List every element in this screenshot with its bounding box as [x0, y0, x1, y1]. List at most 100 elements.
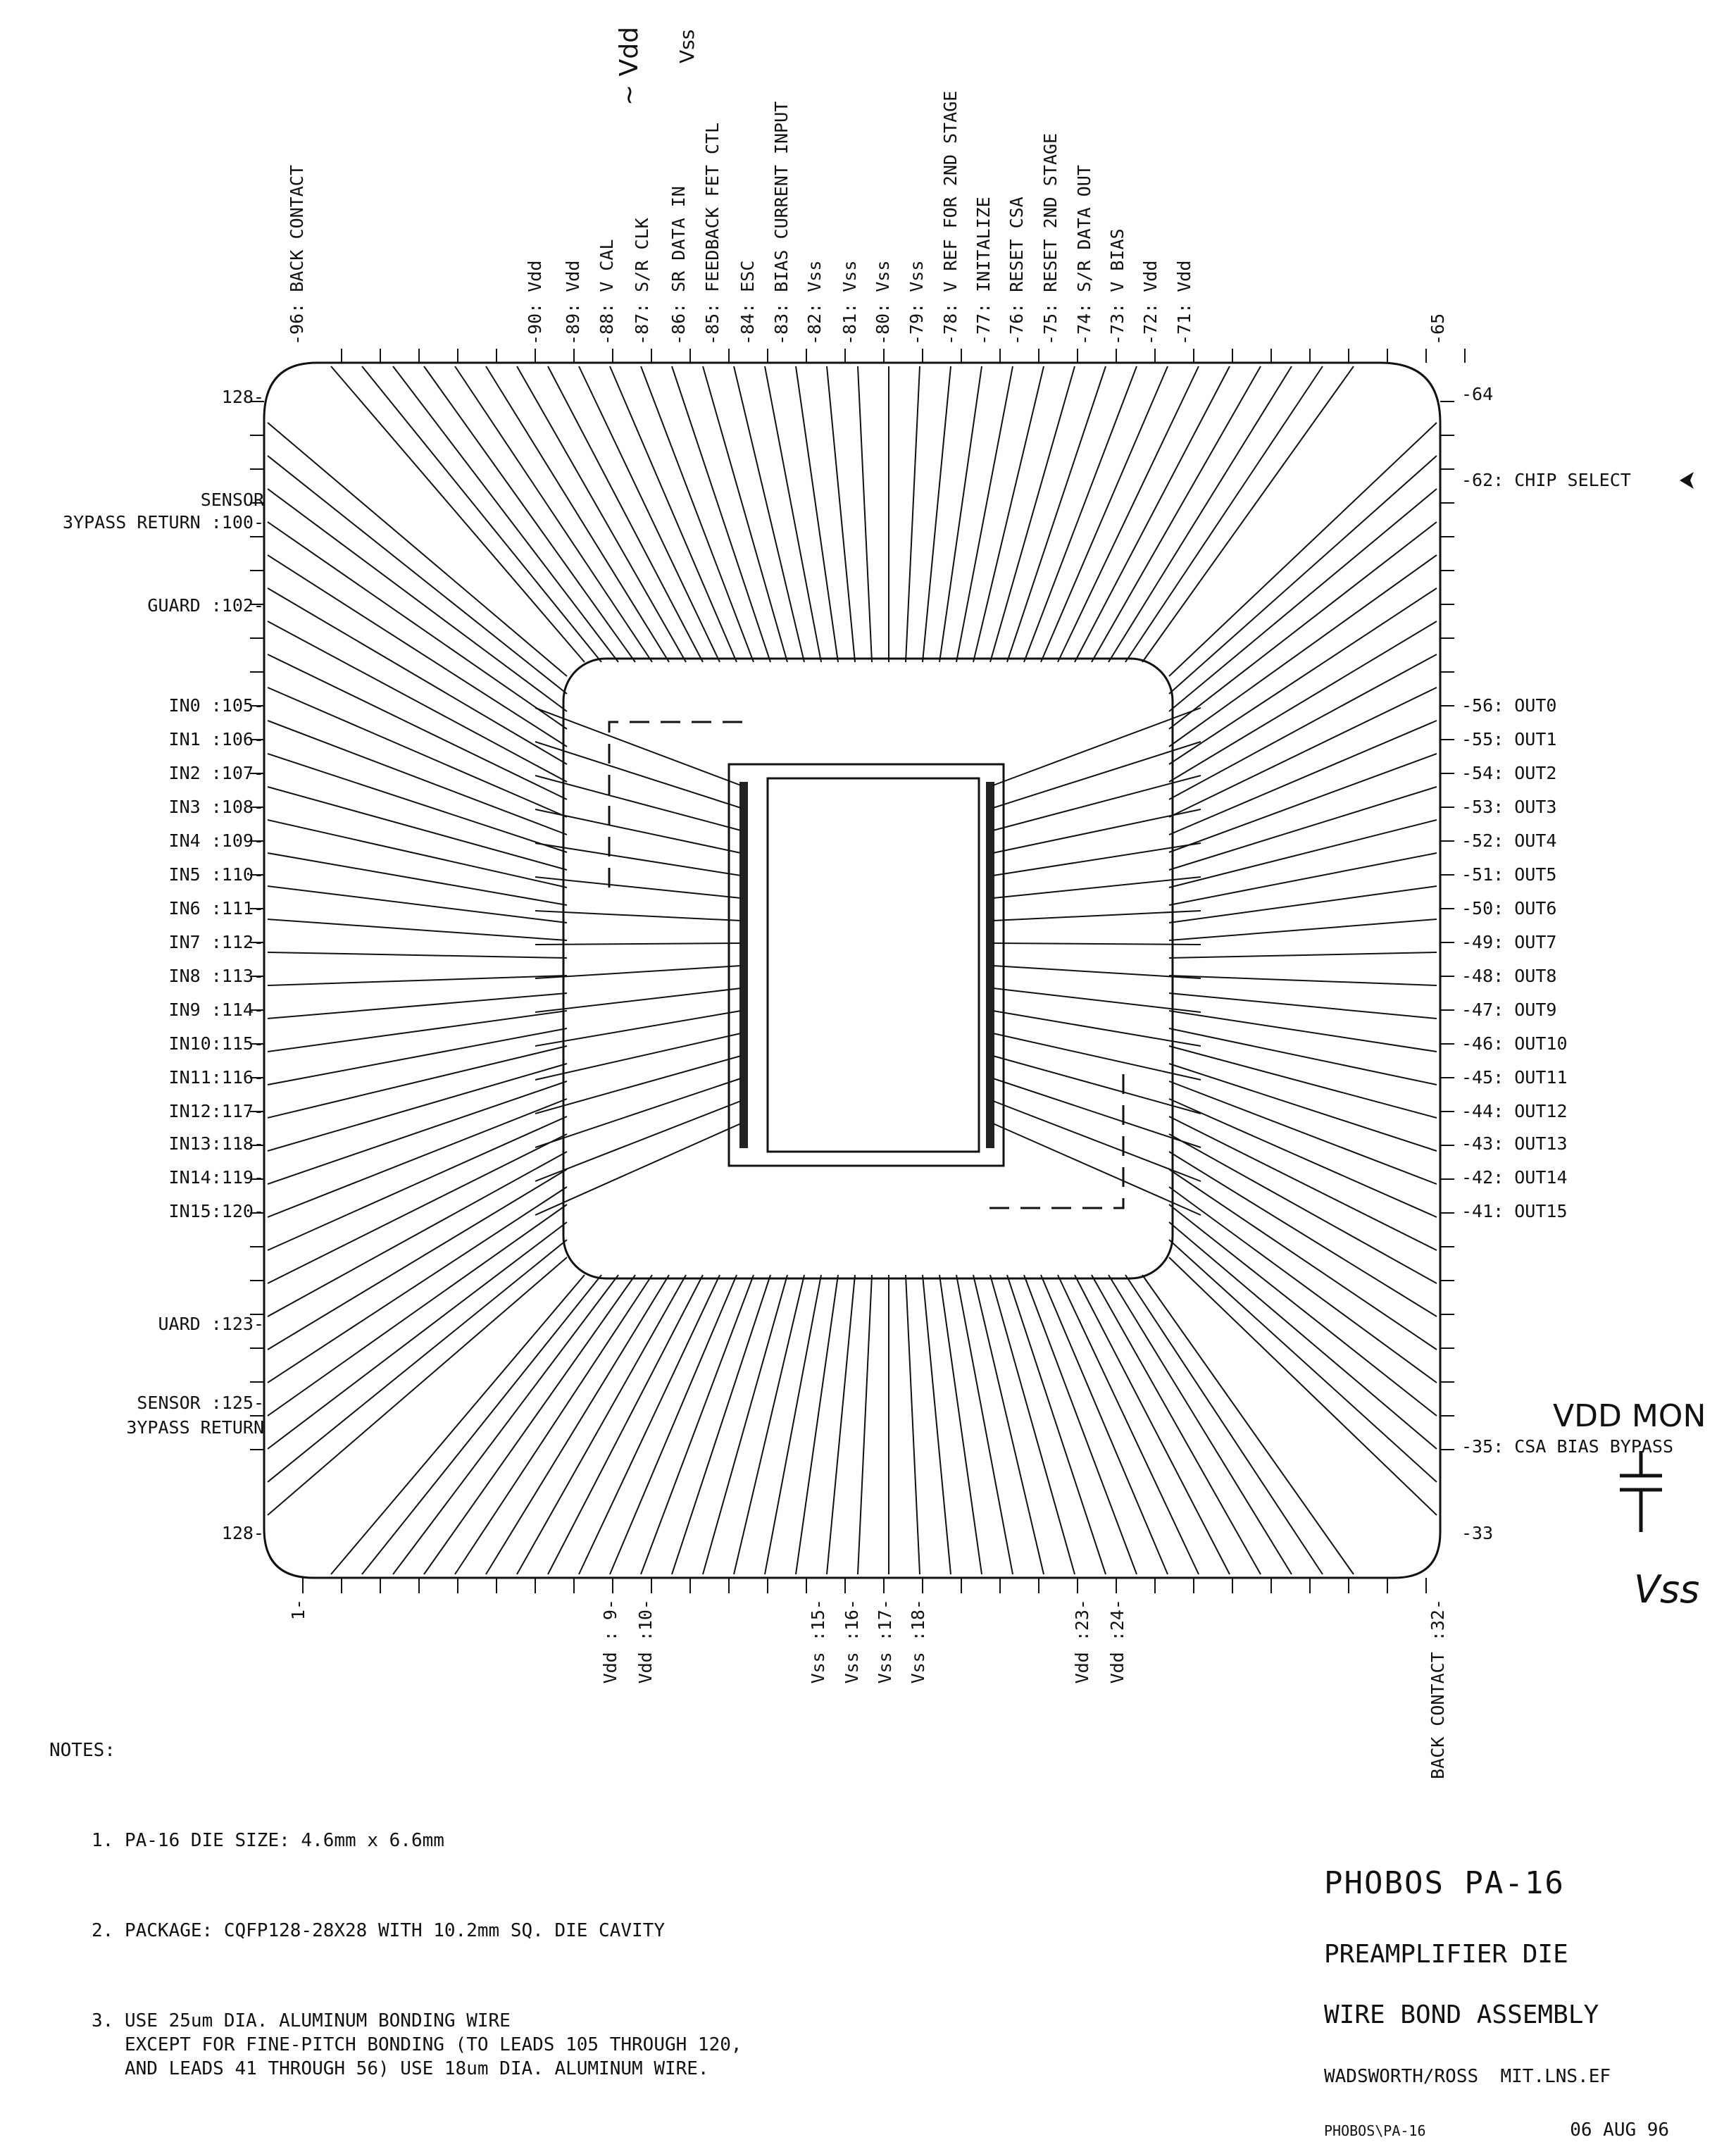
right-bond-wire	[992, 1100, 1201, 1182]
left-bond-wire	[535, 809, 742, 854]
bottom-lead-line	[1142, 1274, 1354, 1575]
bottom-lead-line	[939, 1274, 982, 1575]
drawing-title: PHOBOS PA-16	[1324, 1865, 1565, 1901]
left-lead-line	[267, 455, 568, 695]
bottom-lead-line	[1006, 1274, 1106, 1575]
bottom-pin-label: Vdd :24-	[1107, 1599, 1128, 1683]
top-lead-line	[956, 366, 1013, 663]
top-lead-line	[826, 366, 856, 663]
left-bond-wire	[535, 965, 742, 979]
bottom-pin-label: 1-	[288, 1599, 308, 1620]
right-pin-label: -35: CSA BIAS BYPASS	[1461, 1436, 1673, 1457]
left-pin-label: 128-	[222, 1523, 264, 1543]
right-bond-wire	[992, 842, 1201, 876]
bottom-lead-line	[826, 1274, 856, 1575]
left-lead-line	[267, 1133, 568, 1284]
top-lead-line	[454, 366, 653, 663]
right-lead-line	[1168, 1028, 1437, 1085]
top-pin-label: -71: Vdd	[1174, 261, 1194, 345]
organization: MIT.LNS.EF	[1500, 2066, 1611, 2087]
left-bond-wire	[535, 876, 742, 899]
left-lead-line	[267, 621, 568, 783]
bottom-lead-line	[1023, 1274, 1137, 1575]
right-lead-line	[1168, 952, 1437, 959]
top-lead-line	[857, 366, 873, 663]
right-bond-wire	[992, 942, 1201, 945]
bottom-lead-line	[922, 1274, 951, 1575]
bottom-pin-label: Vss :15-	[808, 1599, 828, 1683]
right-lead-line	[1168, 1010, 1437, 1052]
right-lead-line	[1168, 885, 1437, 923]
top-lead-line	[640, 366, 754, 663]
left-lead-line	[267, 1151, 568, 1317]
left-bond-wire	[535, 988, 742, 1013]
right-lead-line	[1168, 488, 1437, 712]
right-lead-line	[1168, 786, 1437, 871]
authors-org-row: WADSWORTH/ROSS MIT.LNS.EF	[1324, 2066, 1669, 2087]
bottom-lead-line	[392, 1274, 619, 1575]
right-bond-wire	[992, 809, 1201, 854]
die-outline	[728, 763, 1005, 1167]
die-core	[766, 777, 980, 1153]
top-lead-line	[1074, 366, 1230, 663]
bottom-lead-line	[423, 1274, 636, 1575]
top-lead-line	[1023, 366, 1137, 663]
handwritten-vdd-mon: VDD MON	[1553, 1398, 1706, 1434]
right-lead-line	[1168, 1151, 1437, 1317]
left-pin-label: IN11:116-	[169, 1067, 264, 1088]
left-bond-wire	[535, 775, 742, 831]
right-bond-wire	[992, 988, 1201, 1013]
lead-ticks	[250, 349, 1466, 1593]
bottom-lead-line	[1057, 1274, 1199, 1575]
note-3: 3. USE 25um DIA. ALUMINUM BONDING WIRE E…	[92, 2010, 742, 2079]
bottom-lead-line	[795, 1274, 839, 1575]
die-cavity	[562, 657, 1174, 1280]
top-lead-line	[973, 366, 1044, 663]
bottom-lead-line	[905, 1274, 920, 1575]
bottom-pin-label: Vss :16-	[842, 1599, 862, 1683]
right-pin-label: -52: OUT4	[1461, 830, 1556, 851]
top-lead-line	[733, 366, 805, 663]
bottom-lead-line	[640, 1274, 754, 1575]
right-pin-label: -41: OUT15	[1461, 1201, 1568, 1221]
left-pin-label: SENSOR	[201, 490, 265, 510]
right-pin-label: -62: CHIP SELECT	[1461, 470, 1631, 490]
bottom-pin-label: Vss :17-	[875, 1599, 895, 1683]
right-pin-label: -42: OUT14	[1461, 1167, 1568, 1188]
handwritten-top-vss: Vss	[675, 30, 699, 63]
right-lead-line	[1168, 654, 1437, 800]
left-lead-line	[267, 422, 568, 677]
right-pin-label: -55: OUT1	[1461, 729, 1556, 749]
bottom-lead-line	[547, 1274, 704, 1575]
left-bond-wire	[535, 707, 742, 786]
left-lead-line	[267, 1063, 568, 1152]
bottom-pin-label: Vdd : 9-	[600, 1599, 620, 1683]
bottom-lead-line	[609, 1274, 737, 1575]
right-pin-label: -45: OUT11	[1461, 1067, 1568, 1088]
bottom-pin-label: Vss :18-	[908, 1599, 928, 1683]
left-bond-wire	[535, 1033, 742, 1081]
note-2: 2. PACKAGE: CQFP128-28X28 WITH 10.2mm SQ…	[92, 1920, 665, 1941]
file-date-row: PHOBOS\PA-16 06 AUG 96	[1324, 2119, 1669, 2141]
drawing-subtitle-2: WIRE BOND ASSEMBLY	[1324, 2000, 1599, 2029]
top-lead-line	[905, 366, 920, 663]
left-lead-line	[267, 587, 568, 765]
top-pin-label: -81: Vss	[839, 261, 860, 345]
top-lead-line	[764, 366, 822, 663]
left-lead-line	[267, 687, 568, 818]
left-pin-label: IN13:118-	[169, 1133, 264, 1154]
right-bond-wire	[992, 1123, 1201, 1216]
note-1: 1. PA-16 DIE SIZE: 4.6mm x 6.6mm	[92, 1830, 444, 1851]
right-lead-line	[1168, 1098, 1437, 1218]
left-pin-label: IN7 :112-	[169, 932, 264, 952]
left-lead-line	[267, 952, 568, 959]
right-lead-line	[1168, 1239, 1437, 1483]
top-lead-line	[989, 366, 1075, 663]
top-lead-line	[609, 366, 737, 663]
top-lead-line	[795, 366, 839, 663]
top-pin-label: -74: S/R DATA OUT	[1074, 165, 1094, 345]
bottom-lead-line	[1108, 1274, 1292, 1575]
left-lead-line	[267, 1239, 568, 1483]
top-lead-line	[1006, 366, 1106, 663]
left-pin-label: IN12:117-	[169, 1101, 264, 1121]
